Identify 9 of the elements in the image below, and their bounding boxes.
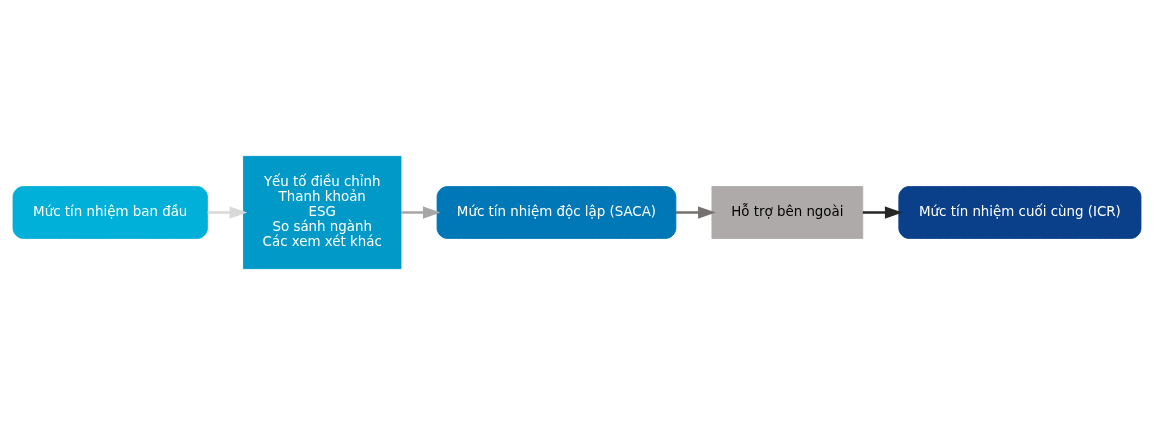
node-box: Mức tín nhiệm độc lập (SACA)	[436, 185, 677, 239]
arrow	[675, 205, 716, 219]
node-box: Hỗ trợ bên ngoài	[711, 185, 864, 239]
node-box: Mức tín nhiệm ban đầu	[12, 185, 208, 239]
arrow	[207, 205, 248, 219]
arrow	[401, 205, 441, 219]
arrow	[862, 205, 903, 219]
node-box: Mức tín nhiệm cuối cùng (ICR)	[898, 185, 1142, 239]
node-box: Yếu tố điều chỉnh Thanh khoản ESG So sánh ngành Các xem xét khác	[243, 155, 402, 269]
